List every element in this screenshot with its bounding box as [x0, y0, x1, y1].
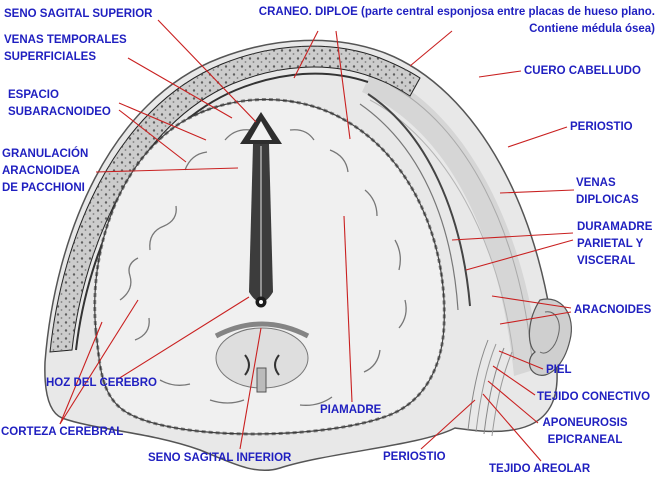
leader-line-granulacion	[95, 167, 239, 173]
label-tejido-conectivo: TEJIDO CONECTIVO	[537, 391, 651, 403]
ear	[528, 298, 572, 376]
leader-line-seno-sagital-superior	[157, 19, 257, 123]
leader-line-piel	[498, 350, 544, 370]
leader-line-venas-diploicas	[499, 189, 575, 194]
label-duramadre: DURAMADRE PARIETAL Y VISCERAL	[577, 221, 653, 267]
leader-line-duramadre-2	[465, 239, 574, 271]
label-granulacion-aracnoidea: GRANULACIÓN ARACNOIDEA DE PACCHIONI	[2, 148, 89, 194]
leader-line-periostio-inferior	[420, 399, 476, 450]
leader-line-duramadre-1	[451, 232, 574, 241]
label-craneo-diploe: CRANEO. DIPLOE (parte central esponjosa …	[258, 6, 655, 35]
gyri-sulci	[119, 129, 407, 406]
leader-line-espacio-subaracnoideo-2	[118, 109, 187, 163]
skull-bone-band	[49, 45, 421, 353]
leader-line-craneo-diploe-3	[409, 30, 453, 67]
leader-line-tejido-areolar	[482, 393, 542, 462]
label-seno-sagital-superior: SENO SAGITAL SUPERIOR	[4, 8, 153, 20]
label-periostio-inferior: PERIOSTIO	[383, 451, 446, 463]
label-cuero-cabelludo: CUERO CABELLUDO	[524, 65, 641, 77]
label-venas-temporales: VENAS TEMPORALES SUPERFICIALES	[4, 34, 127, 63]
leader-line-espacio-subaracnoideo-1	[118, 102, 207, 141]
leader-line-aponeurosis	[487, 380, 539, 424]
falx-and-sinuses	[240, 112, 282, 308]
leader-line-seno-sagital-inferior	[239, 327, 262, 450]
leader-line-cuero-cabelludo	[478, 70, 522, 78]
leader-line-aracnoides-2	[499, 311, 572, 325]
label-espacio-subaracnoideo: ESPACIO SUBARACNOIDEO	[8, 89, 111, 118]
label-piel: PIEL	[546, 364, 572, 376]
leader-line-periostio-superior	[507, 126, 568, 148]
leader-line-craneo-diploe-2	[335, 30, 351, 140]
label-corteza-cerebral: CORTEZA CEREBRAL	[1, 426, 124, 438]
label-seno-sagital-inferior: SENO SAGITAL INFERIOR	[148, 452, 292, 464]
label-tejido-areolar: TEJIDO AREOLAR	[489, 463, 591, 475]
label-periostio-superior: PERIOSTIO	[570, 121, 633, 133]
leader-line-corteza-cerebral-1	[59, 321, 103, 425]
label-venas-diploicas: VENAS DIPLOICAS	[576, 177, 639, 206]
label-hoz-del-cerebro: HOZ DEL CEREBRO	[46, 377, 157, 389]
label-aracnoides: ARACNOIDES	[574, 304, 652, 316]
leader-line-aracnoides-1	[491, 295, 572, 309]
leader-line-hoz-del-cerebro	[117, 296, 250, 380]
label-aponeurosis-epicraneal: APONEUROSIS EPICRANEAL	[542, 417, 628, 446]
leader-line-corteza-cerebral-2	[59, 299, 139, 425]
leader-line-piamadre	[343, 215, 353, 403]
leader-line-venas-temporales	[127, 57, 233, 119]
dura-layers	[75, 72, 471, 351]
leader-line-tejido-conectivo	[492, 365, 536, 396]
leader-line-craneo-diploe-1	[293, 30, 319, 79]
label-piamadre: PIAMADRE	[320, 404, 382, 416]
central-brain-structures	[214, 321, 310, 393]
